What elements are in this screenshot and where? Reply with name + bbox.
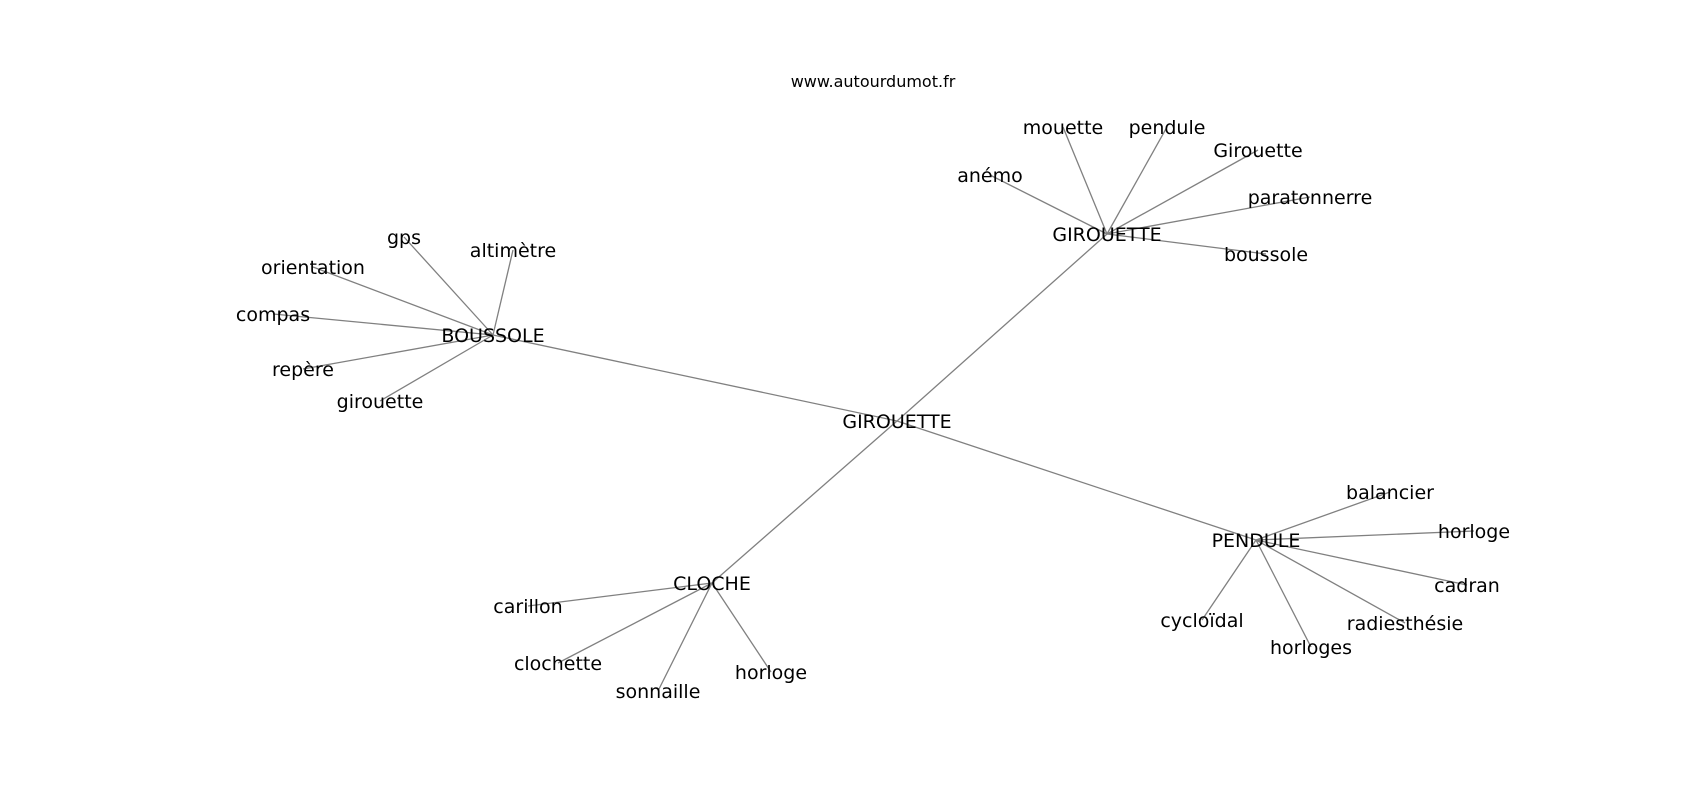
hub-node-label[interactable]: GIROUETTE: [1052, 224, 1161, 246]
edge-h_boussole-leaf: [302, 334, 494, 370]
edge-h_pendule-leaf: [1255, 491, 1391, 541]
leaf-node-label[interactable]: horloge: [1438, 521, 1510, 543]
leaf-node-label[interactable]: pendule: [1129, 117, 1206, 139]
edge-root-to-h_girouette: [896, 233, 1108, 422]
edge-h_cloche-leaf: [557, 582, 713, 664]
edge-h_boussole-leaf: [403, 236, 494, 336]
edge-h_boussole-leaf: [312, 266, 494, 336]
leaf-node-label[interactable]: cycloïdal: [1160, 610, 1243, 632]
root-node-label[interactable]: GIROUETTE: [842, 411, 951, 433]
leaf-node-label[interactable]: balancier: [1346, 482, 1434, 504]
leaf-node-label[interactable]: altimètre: [470, 240, 556, 262]
leaf-node-label[interactable]: orientation: [261, 257, 365, 279]
leaf-node-label[interactable]: radiesthésie: [1347, 613, 1463, 635]
edge-h_girouette-leaf: [1106, 126, 1168, 235]
hub-node-label[interactable]: BOUSSOLE: [441, 325, 544, 347]
edge-h_pendule-leaf: [1201, 539, 1257, 621]
edges: [272, 126, 1475, 692]
edge-h_girouette-leaf: [1106, 233, 1267, 255]
leaf-node-label[interactable]: anémo: [957, 165, 1023, 187]
leaf-node-label[interactable]: gps: [387, 227, 421, 249]
leaf-node-label[interactable]: compas: [236, 304, 310, 326]
leaf-node-label[interactable]: boussole: [1224, 244, 1308, 266]
edge-root-to-h_boussole: [492, 334, 898, 422]
leaf-node-label[interactable]: mouette: [1023, 117, 1103, 139]
edge-h_cloche-leaf: [711, 582, 772, 673]
leaf-node-label[interactable]: repère: [272, 359, 334, 381]
edge-h_boussole-leaf: [492, 249, 514, 336]
leaf-node-label[interactable]: horloge: [735, 662, 807, 684]
leaf-node-label[interactable]: carillon: [493, 596, 562, 618]
leaf-node-label[interactable]: cadran: [1434, 575, 1500, 597]
edge-h_pendule-leaf: [1255, 539, 1312, 648]
edge-h_girouette-leaf: [1106, 196, 1311, 235]
hub-node-label[interactable]: CLOCHE: [673, 573, 751, 595]
edge-h_cloche-leaf: [527, 582, 713, 607]
edge-h_girouette-leaf: [989, 174, 1108, 235]
edge-h_cloche-leaf: [657, 582, 713, 692]
edge-h_boussole-leaf: [272, 313, 494, 336]
edge-h_pendule-leaf: [1255, 539, 1468, 586]
node-labels: GIROUETTE GIROUETTE anémo mouette penduleGir…: [236, 117, 1510, 703]
edge-h_girouette-leaf: [1062, 126, 1108, 235]
leaf-node-label[interactable]: Girouette: [1213, 140, 1302, 162]
site-url[interactable]: www.autourdumot.fr: [791, 72, 956, 91]
hub-node-label[interactable]: PENDULE: [1212, 530, 1301, 552]
leaf-node-label[interactable]: clochette: [514, 653, 602, 675]
leaf-node-label[interactable]: girouette: [337, 391, 424, 413]
leaf-node-label[interactable]: paratonnerre: [1248, 187, 1373, 209]
edge-h_boussole-leaf: [379, 334, 494, 402]
edge-root-to-h_pendule: [896, 420, 1257, 541]
edge-h_pendule-leaf: [1255, 530, 1475, 541]
edge-h_pendule-leaf: [1255, 539, 1406, 624]
edge-root-to-h_cloche: [711, 420, 898, 584]
leaf-node-label[interactable]: horloges: [1270, 637, 1352, 659]
edge-h_girouette-leaf: [1106, 149, 1259, 235]
leaf-node-label[interactable]: sonnaille: [616, 681, 701, 703]
